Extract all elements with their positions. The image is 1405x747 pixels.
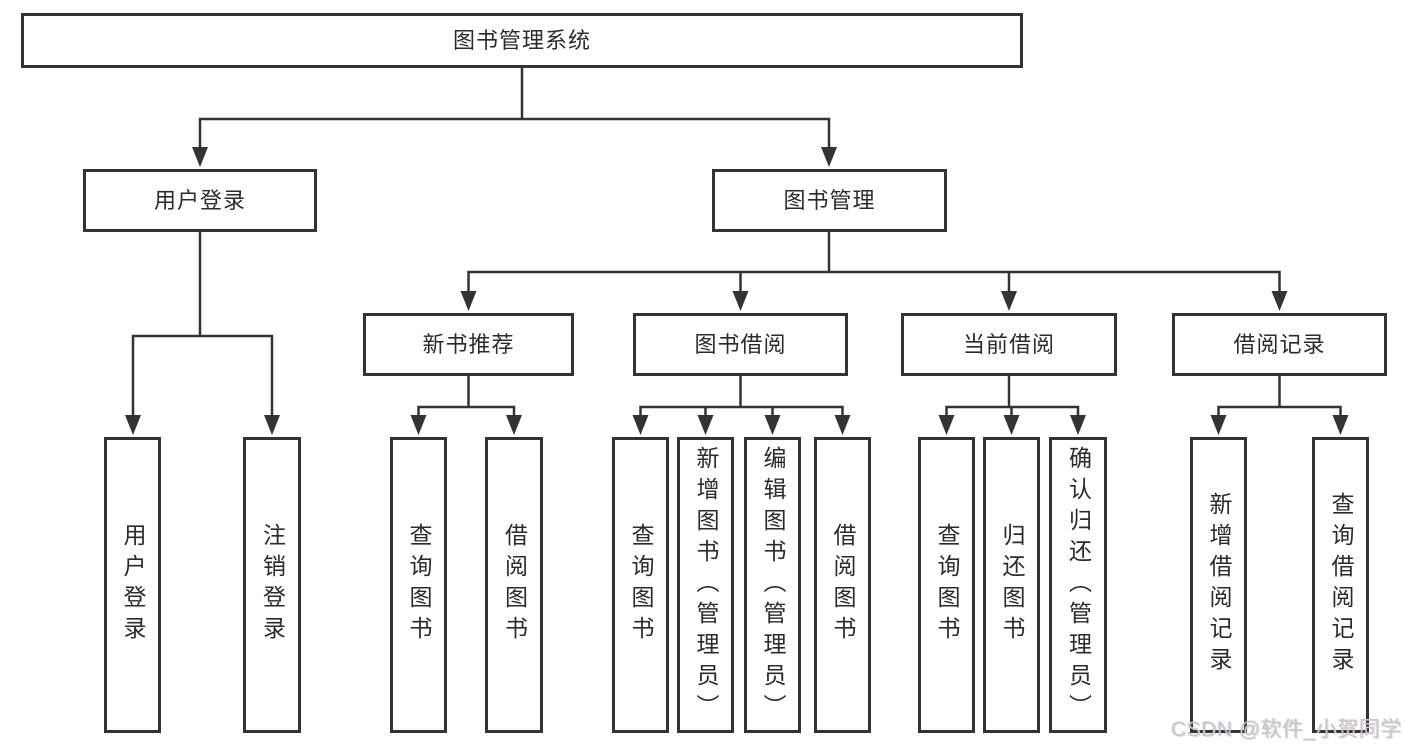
node-book-management-label: 图书管理 [783,187,876,213]
node-root: 图书管理系统 [21,13,1023,68]
node-book-borrow: 图书借阅 [633,313,848,376]
node-borrow-records-label: 借阅记录 [1233,331,1326,357]
node-root-label: 图书管理系统 [452,27,591,53]
leaf-confirm-return-admin: 确认归还（管理员） [1049,437,1107,733]
leaf-query-books-current: 查询图书 [918,437,975,733]
arrowheads [125,147,1349,435]
node-current-borrow-label: 当前借阅 [962,331,1055,357]
leaf-add-borrow-record: 新增借阅记录 [1190,437,1247,733]
leaf-edit-books-admin: 编辑图书（管理员） [744,437,801,733]
leaf-borrow-books: 借阅图书 [814,437,871,733]
leaf-logout: 注销登录 [243,437,301,733]
node-current-borrow: 当前借阅 [901,313,1117,376]
leaf-add-books-admin: 新增图书（管理员） [677,437,734,733]
node-user-login-label: 用户登录 [153,187,246,213]
node-new-book-recommend-label: 新书推荐 [422,331,515,357]
leaf-user-login: 用户登录 [104,437,161,733]
node-book-borrow-label: 图书借阅 [694,331,787,357]
node-book-management: 图书管理 [712,169,947,232]
leaf-query-borrow-record: 查询借阅记录 [1312,437,1369,733]
node-borrow-records: 借阅记录 [1172,313,1387,376]
leaf-query-books-borrow: 查询图书 [612,437,669,733]
node-user-login: 用户登录 [83,169,317,232]
leaf-query-books-recommend: 查询图书 [390,437,447,733]
leaf-return-books: 归还图书 [983,437,1040,733]
leaf-borrow-books-recommend: 借阅图书 [485,437,543,733]
csdn-watermark: CSDN @软件_小贺同学 [1171,718,1402,741]
node-new-book-recommend: 新书推荐 [363,313,574,376]
